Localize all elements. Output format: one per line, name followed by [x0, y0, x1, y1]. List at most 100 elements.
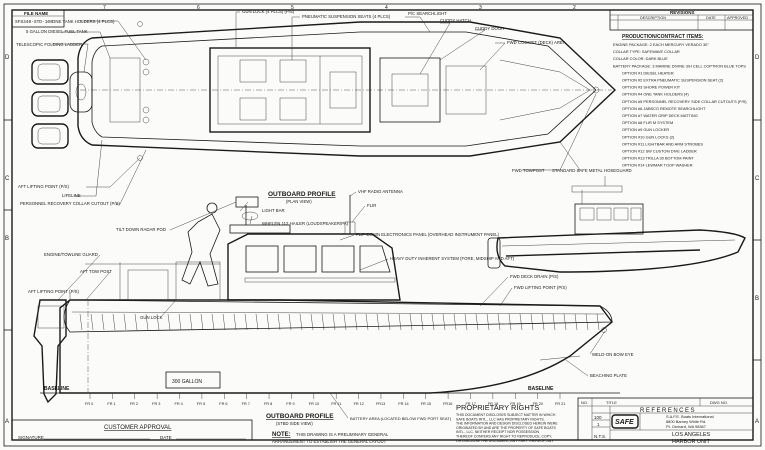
side-profile-view: 300 GALLON [33, 195, 620, 404]
callout-cuddy-hatch: CUDDY HATCH [440, 18, 471, 23]
tank-holder-icon [142, 68, 150, 76]
revisions-col-approved: APPROVED [727, 16, 748, 20]
customer-approval-box [11, 419, 253, 441]
outboard-engine-icon [31, 91, 69, 117]
outboard-profile-title: OUTBOARD PROFILE [268, 191, 336, 198]
callout-searchlight: P/C SEARCHLIGHT [408, 11, 447, 16]
iso-window [630, 207, 642, 221]
collar-tick [123, 313, 127, 331]
frame-label: FR 12 [354, 402, 364, 406]
collar-tick [420, 313, 424, 331]
aft-deck-box [109, 57, 141, 123]
iso-cabin [574, 203, 644, 235]
collar-tick [508, 313, 512, 331]
frame-label: FR 19 [510, 402, 520, 406]
collar-tick [321, 313, 325, 331]
outboard-motor-icon [33, 299, 67, 404]
collar-tick [101, 313, 105, 331]
production-item: COLLAR COLOR: DARK BLUE [613, 56, 668, 61]
callout-aft-lifting: AFT LIFTING POINT (P/S) [18, 184, 70, 189]
helm-console [329, 71, 357, 109]
cabin-window [321, 245, 355, 273]
production-item: BATTERY PACKAGE: 3 MARINE DIVINE 3/H CEL… [613, 63, 746, 68]
customer-approval-title: CUSTOMER APPROVAL [104, 425, 172, 431]
plan-view [31, 11, 617, 205]
profile-hull [59, 299, 613, 394]
isometric-boat-view [487, 176, 746, 273]
production-item: OPTION #8 FLIR M SYSTEM [622, 120, 673, 125]
company-street: 8800 Barney White Rd. [666, 419, 706, 424]
collar-tick [189, 313, 193, 331]
collar-tick [453, 313, 457, 331]
tank-holder-icon [142, 106, 150, 114]
collar-tick [178, 313, 182, 331]
crew-head [206, 202, 218, 214]
collar-tick [343, 313, 347, 331]
frame-label: FR 2 [130, 402, 138, 406]
callout-light-bar: LIGHT BAR [262, 208, 285, 213]
title-block-frame [577, 397, 754, 441]
iso-light-bar [571, 185, 623, 193]
fuel-tank [165, 371, 221, 389]
aft-deck-seat [127, 269, 169, 301]
proprietary-line: SAFE BOATS INTL., LLC HAS PROPRIETARY RI… [456, 417, 545, 421]
frame-label: FR 1 [107, 402, 115, 406]
whelen-hailer [241, 211, 259, 221]
frame-label: FR 10 [309, 402, 319, 406]
collar-tick [387, 313, 391, 331]
production-title: PRODUCTION/CONTRACT ITEMS: [622, 34, 704, 40]
zone-row-a-right: A [755, 419, 759, 425]
note-text-1: THIS DRAWING IS A PRELIMINARY GENERAL [296, 432, 389, 437]
frame-label: FR 8 [264, 402, 272, 406]
zone-col-4: 4 [385, 5, 388, 11]
collar-tick [145, 313, 149, 331]
production-item: OPTION #11 LIGHTBAR AND ARM STROBES [622, 141, 703, 146]
baseline-label-left: BASELINE [44, 386, 70, 392]
callout-beaching-plate: BEACHING PLATE [590, 373, 627, 378]
production-item: OPTION #9 GUN LOCKER [622, 127, 669, 132]
cabin-rub-rail [244, 277, 396, 283]
collar-tick [376, 313, 380, 331]
callout-engine-guard: ENGINE/TOWLINE GUARD [44, 252, 98, 257]
collar-tick [90, 313, 94, 331]
collar-segment-ticks [79, 313, 600, 331]
beaching-plate [539, 355, 581, 361]
flir-unit [344, 221, 356, 235]
safe-logo-text: SAFE [615, 419, 634, 426]
callout-whelen: WHELEN 112 HAILER (LOUDSPEAKER/PA) [262, 221, 349, 226]
zone-row-d-left: D [5, 55, 10, 61]
drawing-title-1: LOS ANGELES [672, 432, 711, 438]
cabin-window [245, 245, 279, 273]
file-name-label: FILE NAME [24, 11, 48, 16]
collar-tick [167, 313, 171, 331]
file-name-box [11, 9, 65, 28]
frame-label: FR16 [443, 402, 452, 406]
iso-window [596, 207, 612, 221]
company-city: Pt. Orchard, WA 98367 [666, 424, 706, 429]
frame-label: FR 15 [421, 402, 431, 406]
collar-tick [156, 313, 160, 331]
zone-row-d-right: D [755, 55, 760, 61]
suspension-seat-icon [279, 59, 307, 83]
plan-collar-outline [77, 21, 617, 157]
collar-tick [530, 313, 534, 331]
iso-outboard [487, 237, 501, 269]
collar-tick [299, 313, 303, 331]
frame-label: FR 9 [286, 402, 294, 406]
callout-hose-guard: STANDARD SAFE METAL HOSEGUARD [552, 168, 632, 173]
production-item: OPTION #3 SHORE POWER KIT [622, 85, 681, 90]
cabin-window [359, 245, 391, 273]
collar-tick [398, 313, 402, 331]
frame-label: FR 0 [85, 402, 93, 406]
plan-cabin-roof [209, 47, 371, 133]
callout-weld-bow: WELD-ON BOW EYE [592, 352, 634, 357]
revisions-title: REVISIONS [670, 10, 695, 15]
cuddy-cabin [379, 57, 441, 123]
collar-tick [200, 313, 204, 331]
callout-tilt-radar: TILT DOWN RADAR POD [116, 227, 166, 232]
callout-fwd-deck-drain: FWD DECK DRAIN (P/S) [510, 274, 559, 279]
collar-tick [541, 313, 545, 331]
zone-row-c-left: C [5, 176, 10, 182]
frame-label: FR 3 [152, 402, 160, 406]
